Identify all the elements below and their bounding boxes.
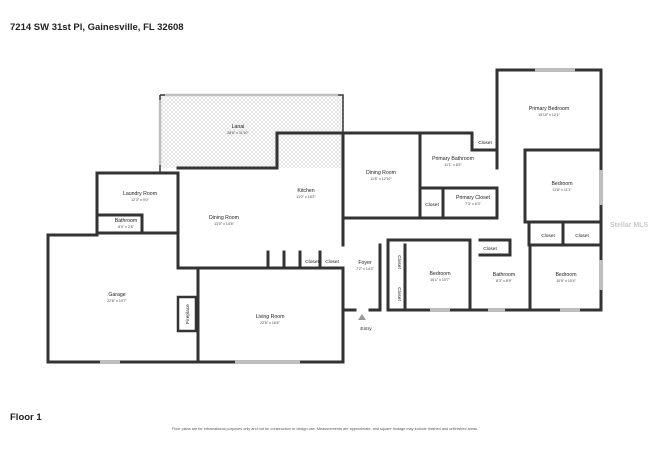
closet-label: Closet [575, 233, 589, 239]
disclaimer: Floor plans are for informational purpos… [171, 427, 479, 431]
page-title: 7214 SW 31st Pl, Gainesville, FL 32608 [10, 22, 184, 33]
room-dims-bathroom-small: 8'0" x 2'8" [118, 225, 134, 229]
closet-label: Closet [305, 259, 319, 265]
room-name-laundry: Laundry Room [123, 191, 157, 197]
room-name-lanai: Lanai [232, 124, 245, 130]
room-name-bedroom-right-bottom: Bedroom [555, 272, 576, 278]
closet-label: Closet [325, 259, 339, 265]
room-dims-bedroom-right-top: 11'8" x 11'1" [552, 188, 572, 192]
fireplace-label: Fireplace [185, 304, 191, 324]
room-name-garage: Garage [108, 292, 125, 298]
room-dims-dining-room-right: 11'8" x 12'10" [370, 177, 392, 181]
room-name-dining-room-left: Dining Room [209, 215, 239, 221]
entry-label: Entry [360, 326, 372, 332]
room-labels: Lanai 28'6" x 11'10" Primary Bedroom 15'… [107, 106, 589, 332]
room-name-bedroom-mid: Bedroom [429, 271, 450, 277]
room-dims-bedroom-mid: 10'1" x 10'7" [430, 278, 450, 282]
room-dims-primary-bathroom: 11'1" x 8'3" [444, 163, 462, 167]
room-dims-primary-closet: 7'3" x 6'3" [465, 202, 481, 206]
room-name-kitchen: Kitchen [297, 188, 314, 194]
room-dims-bedroom-right-bottom: 10'9" x 10'4" [556, 279, 576, 283]
room-name-dining-room-right: Dining Room [366, 170, 396, 176]
closet-label: Closet [478, 140, 492, 146]
room-name-bathroom-mid: Bathroom [493, 272, 516, 278]
room-name-primary-closet: Primary Closet [456, 195, 491, 201]
room-name-primary-bathroom: Primary Bathroom [432, 156, 474, 162]
watermark: Stellar MLS [610, 222, 649, 229]
room-dims-dining-room-left: 13'0" x 14'6" [214, 222, 234, 226]
room-dims-bathroom-mid: 8'3" x 8'9" [496, 279, 512, 283]
room-dims-laundry: 12'3" x 9'0" [131, 198, 149, 202]
room-dims-living-room: 22'6" x 16'6" [260, 321, 280, 325]
room-dims-garage: 22'6" x 19'7" [107, 299, 127, 303]
floor-label: Floor 1 [10, 412, 42, 423]
room-name-primary-bedroom: Primary Bedroom [529, 106, 569, 112]
walls [46, 68, 603, 364]
closet-label: Closet [396, 255, 402, 269]
room-dims-foyer: 7'2" x 14'3" [356, 267, 374, 271]
room-dims-lanai: 28'6" x 11'10" [227, 131, 249, 135]
room-name-bedroom-right-top: Bedroom [551, 181, 572, 187]
room-name-foyer: Foyer [358, 260, 372, 266]
room-dims-kitchen: 11'0" x 18'2" [296, 195, 316, 199]
room-name-living-room: Living Room [256, 314, 285, 320]
closet-label: Closet [396, 287, 402, 301]
closet-label: Closet [425, 202, 439, 208]
room-name-bathroom-small: Bathroom [115, 218, 138, 224]
room-dims-primary-bedroom: 15'10" x 12'1" [538, 113, 560, 117]
closet-label: Closet [541, 233, 555, 239]
lanai-area [158, 93, 344, 172]
closet-label: Closet [483, 246, 497, 252]
